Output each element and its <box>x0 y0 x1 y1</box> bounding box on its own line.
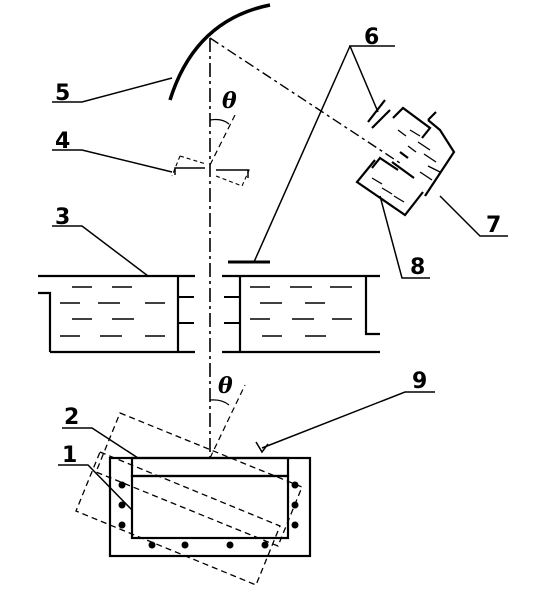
leader-6 <box>348 45 395 113</box>
rotated-sample <box>75 412 303 586</box>
leader-6b <box>253 45 351 263</box>
theta-arc-bottom <box>209 399 230 406</box>
label-6: 6 <box>364 25 379 50</box>
label-4: 4 <box>55 129 70 154</box>
label-7: 7 <box>486 213 501 238</box>
leader-7 <box>439 195 508 237</box>
theta-ref-line-bottom <box>209 384 246 459</box>
label-3: 3 <box>55 205 70 230</box>
theta-arc-top <box>209 118 230 125</box>
sample-dots <box>118 481 299 549</box>
label-2: 2 <box>64 405 79 430</box>
water-tank <box>38 274 380 354</box>
leader-3 <box>52 225 149 277</box>
slit-element <box>171 155 251 187</box>
curved-mirror <box>168 3 271 101</box>
theta-label-bottom: θ <box>218 373 233 399</box>
leader-4 <box>52 149 173 173</box>
theta-label-top: θ <box>222 88 237 114</box>
label-9: 9 <box>412 369 427 394</box>
leader-1 <box>58 464 133 511</box>
label-1: 1 <box>62 443 77 468</box>
leader-9-arrow <box>255 441 269 454</box>
theta-ref-line-top <box>209 114 236 166</box>
detector-assembly <box>355 99 456 217</box>
leader-9 <box>261 391 435 449</box>
leader-lines <box>52 45 508 511</box>
leader-2 <box>62 427 139 459</box>
label-8: 8 <box>410 255 425 280</box>
leader-8 <box>379 195 430 279</box>
label-5: 5 <box>55 81 70 106</box>
reflected-beam <box>209 37 404 166</box>
leader-5 <box>52 77 173 103</box>
